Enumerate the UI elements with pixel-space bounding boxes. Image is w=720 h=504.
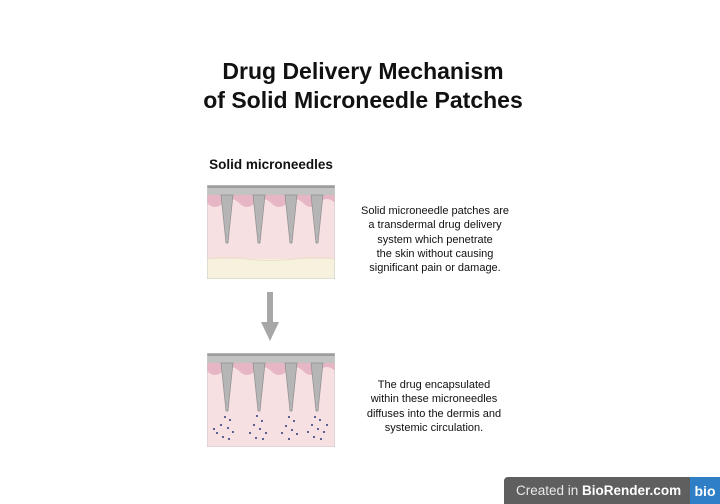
microneedle-skin-panel bbox=[207, 185, 335, 279]
down-arrow-icon bbox=[261, 292, 279, 341]
drug-particles bbox=[213, 415, 328, 440]
step2-description: The drug encapsulated within these micro… bbox=[366, 379, 502, 434]
step1-description: Solid microneedle patches are a transder… bbox=[361, 205, 509, 275]
drug-diffusion-illustration bbox=[207, 353, 335, 447]
title-line-2: of Solid Microneedle Patches bbox=[203, 87, 523, 113]
biorender-badge[interactable]: Created in BioRender.com bio bbox=[504, 477, 720, 504]
title-line-1: Drug Delivery Mechanism bbox=[222, 58, 504, 84]
badge-prefix: Created in bbox=[516, 483, 583, 498]
badge-brand: BioRender.com bbox=[582, 483, 682, 498]
subheading: Solid microneedles bbox=[209, 157, 333, 172]
drug-diffusion-panel bbox=[207, 353, 335, 447]
biorender-logo-icon: bio bbox=[690, 477, 720, 504]
diagram-title: Drug Delivery Mechanism of Solid Microne… bbox=[0, 57, 720, 115]
badge-text: Created in BioRender.com bbox=[504, 483, 690, 498]
microneedle-skin-illustration bbox=[207, 185, 335, 279]
